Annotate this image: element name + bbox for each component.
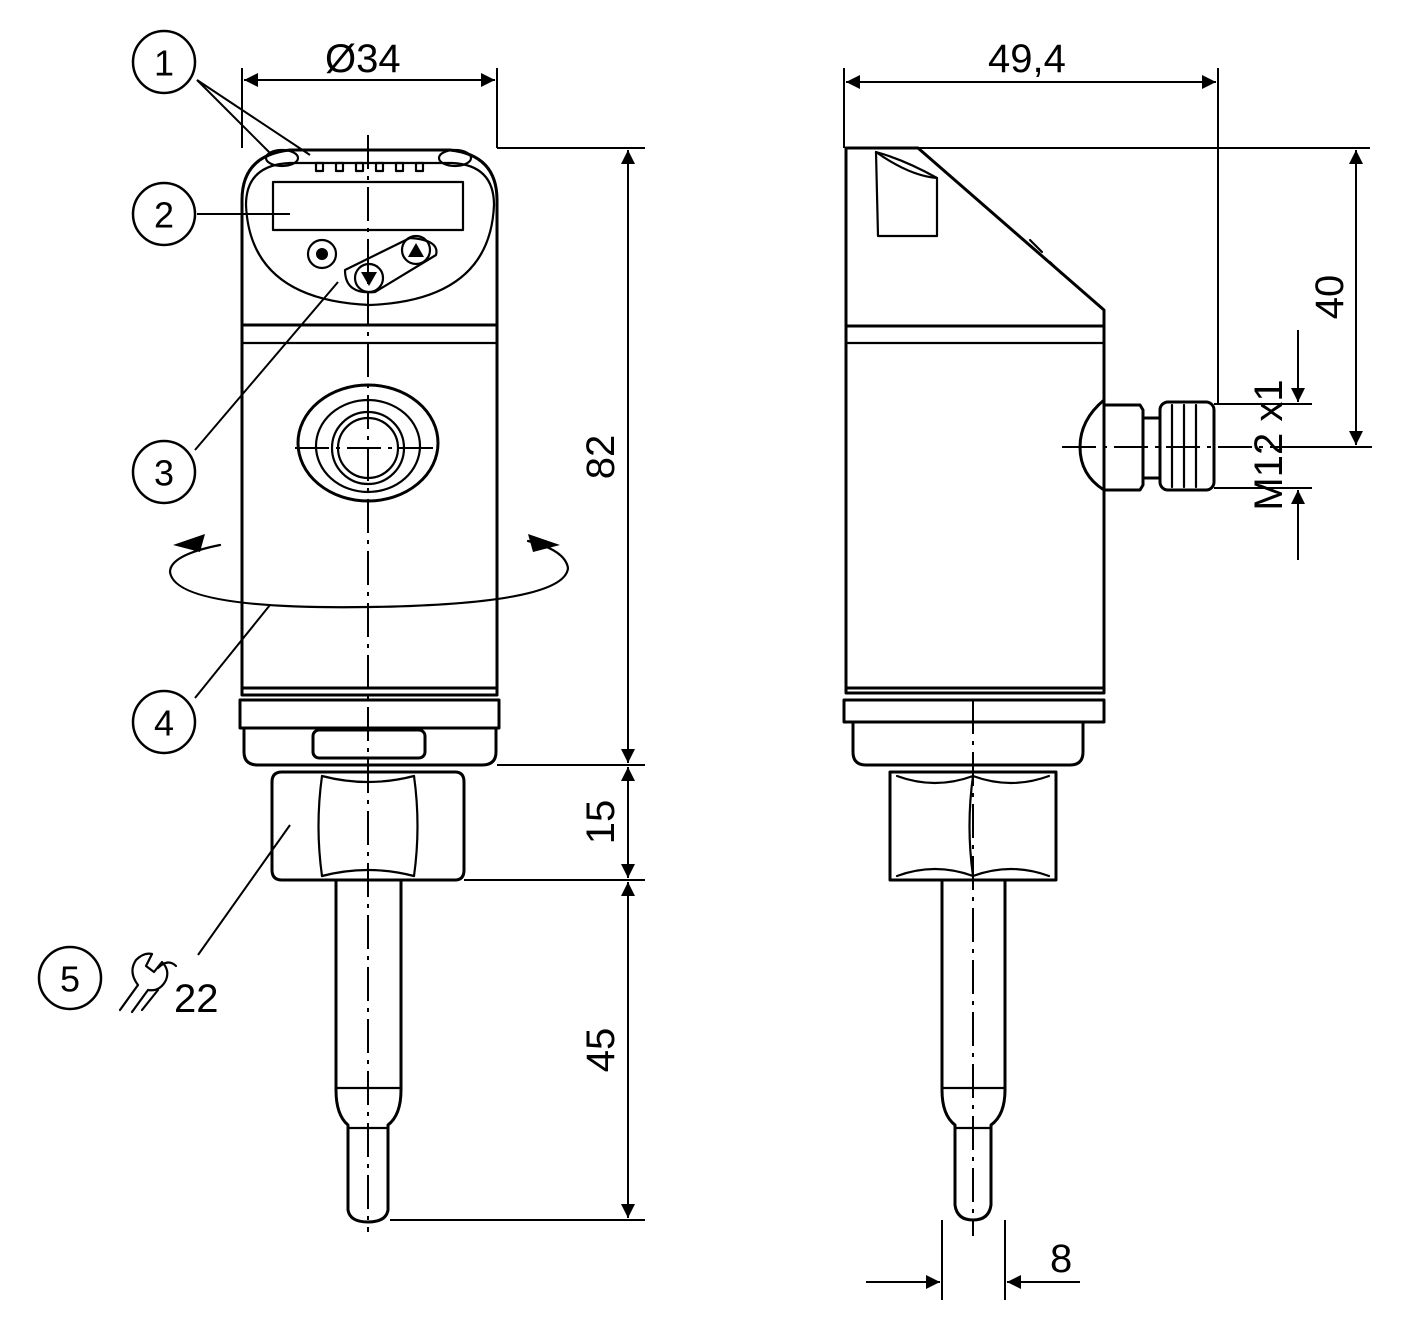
callout-5: 5 xyxy=(37,945,103,1011)
dim-head-height: 40 xyxy=(1308,275,1352,320)
dim-probe-length: 45 xyxy=(579,1028,623,1073)
side-view xyxy=(842,146,1270,1236)
callout-2: 2 xyxy=(131,181,197,247)
dim-probe-diameter: 8 xyxy=(1050,1237,1072,1281)
dim-connector-thread: M12 x1 xyxy=(1247,379,1291,510)
wrench-icon xyxy=(118,952,178,1014)
m12-connector xyxy=(1078,398,1216,492)
side-housing xyxy=(844,146,1106,695)
dim-side-width: 49,4 xyxy=(988,37,1066,81)
callout-4: 4 xyxy=(131,689,197,755)
svg-text:2: 2 xyxy=(154,195,174,236)
svg-text:5: 5 xyxy=(60,959,80,1000)
wrench-size: 22 xyxy=(174,977,219,1021)
svg-text:3: 3 xyxy=(154,453,174,494)
dimension-lines xyxy=(241,68,1372,1300)
svg-text:4: 4 xyxy=(154,703,174,744)
front-housing xyxy=(240,148,499,697)
front-view xyxy=(168,135,570,1232)
dim-nut-height: 15 xyxy=(579,800,623,845)
operating-buttons xyxy=(306,234,438,294)
callouts: 1 2 3 4 5 22 xyxy=(37,29,339,1021)
dim-diameter: Ø34 xyxy=(325,37,401,81)
callout-3: 3 xyxy=(131,439,197,505)
callout-1: 1 xyxy=(131,29,197,95)
dim-total-height: 82 xyxy=(579,435,623,480)
svg-text:1: 1 xyxy=(154,43,174,84)
rotation-arrow-icon xyxy=(168,534,570,609)
